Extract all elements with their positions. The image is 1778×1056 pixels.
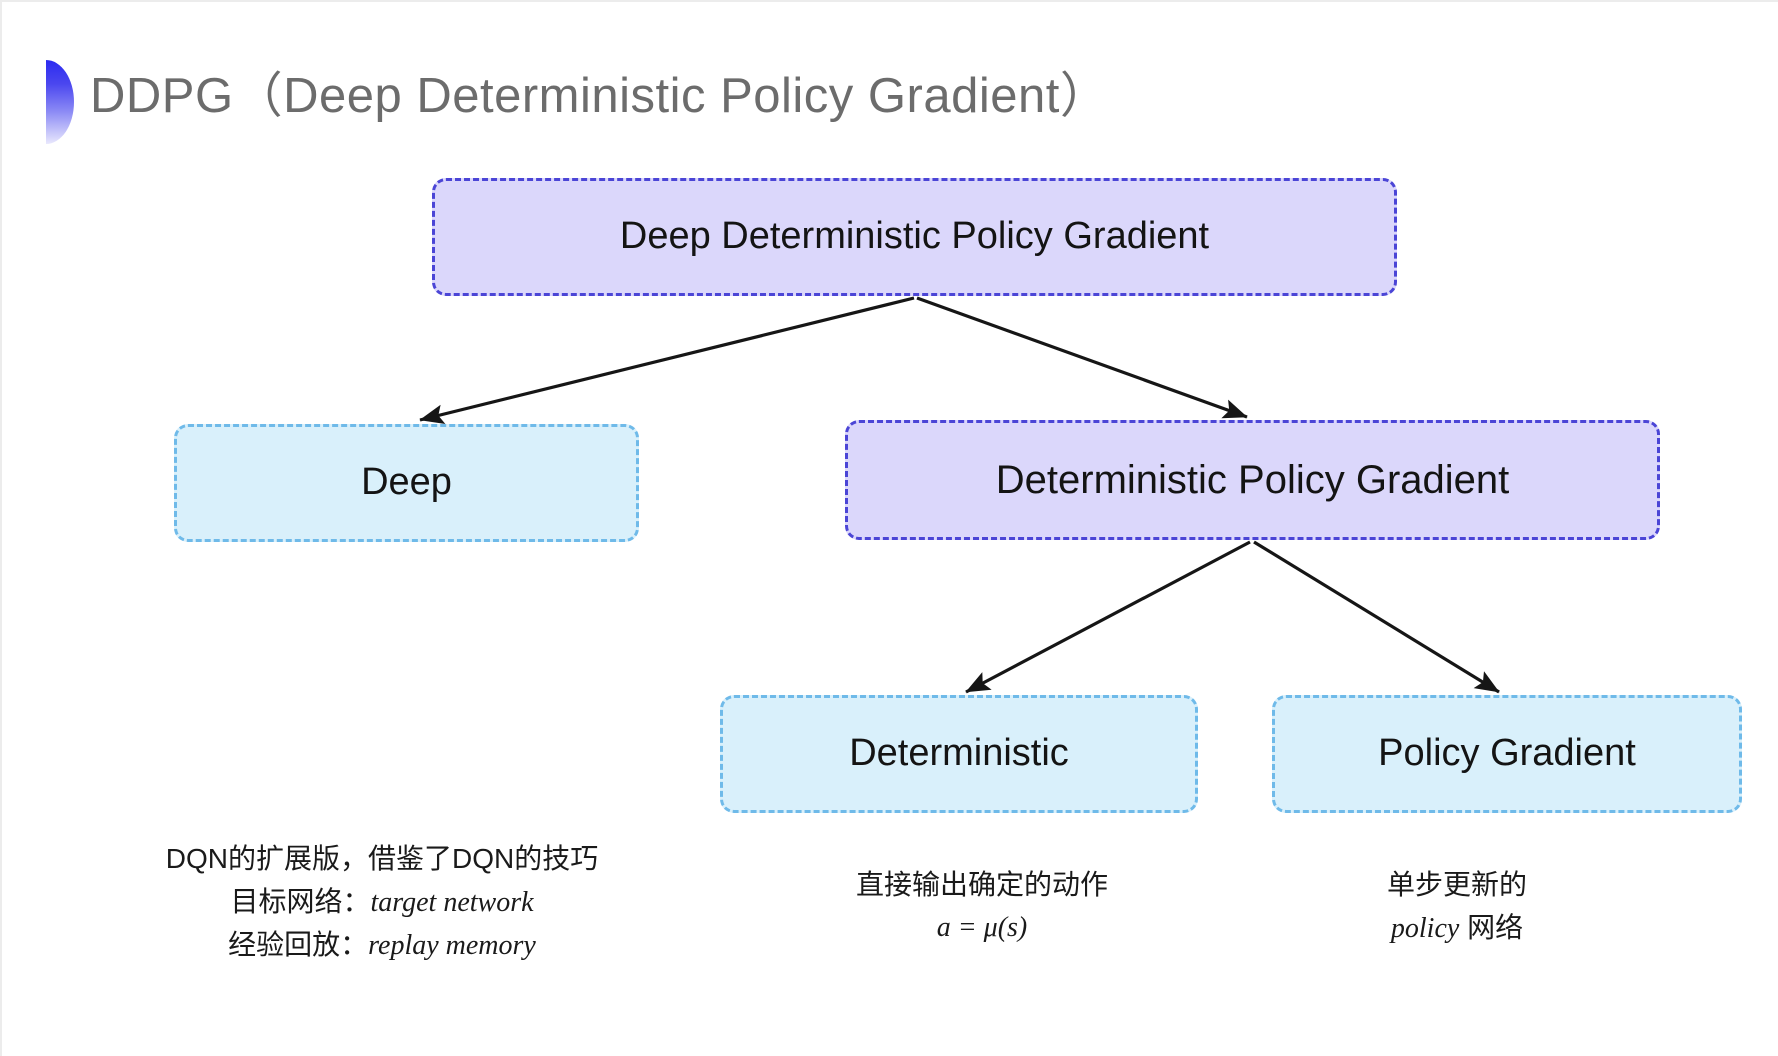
annotation-policy-gradient-line1: 单步更新的 [1386, 869, 1527, 900]
edge-root-dpg [916, 296, 1248, 419]
node-deep-deterministic-policy-gradient[interactable]: Deep Deterministic Policy Gradient [432, 178, 1397, 296]
edge-root-deep [419, 296, 915, 424]
annotation-policy-gradient-suffix: 网络 [1459, 911, 1524, 943]
annotation-deep-line2: 目标网络：target network [102, 881, 662, 925]
edge-dpg-det [965, 540, 1251, 694]
annotation-deep-line3-term: replay memory [368, 930, 536, 962]
annotation-deterministic-formula: a = μ(s) [936, 911, 1028, 943]
annotation-deep-line1: DQN的扩展版，借鉴了DQN的技巧 [165, 843, 599, 874]
annotation-deep-line2-term: target network [370, 886, 534, 918]
annotation-policy-gradient: 单步更新的 policy 网络 [1247, 864, 1667, 950]
node-label: Deep Deterministic Policy Gradient [619, 215, 1210, 258]
node-label: Deterministic [849, 732, 1069, 775]
edge-dpg-pg [1253, 540, 1500, 694]
annotation-deep-line3: 经验回放：replay memory [102, 924, 662, 968]
annotation-policy-gradient-term: policy [1390, 912, 1460, 944]
annotation-deterministic: 直接输出确定的动作 a = μ(s) [702, 864, 1262, 949]
page-title: DDPG（Deep Deterministic Policy Gradient） [90, 69, 1110, 123]
annotation-deterministic-line1: 直接输出确定的动作 [855, 869, 1108, 900]
gradient-halfcircle-icon [46, 60, 74, 144]
node-label: Policy Gradient [1378, 732, 1636, 775]
annotation-deep-line2-label: 目标网络： [230, 885, 371, 917]
node-label: Deep [361, 461, 452, 504]
annotation-deep: DQN的扩展版，借鉴了DQN的技巧 目标网络：target network 经验… [102, 838, 662, 968]
node-deterministic[interactable]: Deterministic [720, 695, 1198, 813]
node-policy-gradient[interactable]: Policy Gradient [1272, 695, 1742, 813]
node-label: Deterministic Policy Gradient [995, 458, 1510, 502]
node-deterministic-policy-gradient[interactable]: Deterministic Policy Gradient [845, 420, 1660, 540]
annotation-policy-gradient-line2: policy 网络 [1247, 907, 1667, 951]
node-deep[interactable]: Deep [174, 424, 639, 542]
annotation-deep-line3-label: 经验回放： [228, 929, 369, 961]
